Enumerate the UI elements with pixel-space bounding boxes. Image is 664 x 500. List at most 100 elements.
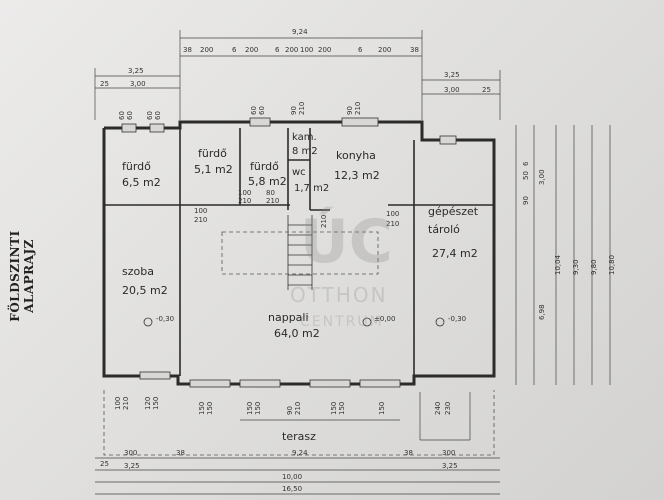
dim-bopen-12: 150 bbox=[378, 402, 386, 415]
dim-bopen-1: 210 bbox=[122, 397, 130, 410]
dim-bopen-13: 240 bbox=[434, 402, 442, 415]
dim-right-col-5: 3,00 bbox=[538, 169, 546, 185]
dim-opening-6: 90 bbox=[290, 106, 298, 115]
dim-top-5: 200 bbox=[285, 46, 298, 54]
room-szoba-name: szoba bbox=[122, 265, 154, 278]
dim-left-a: 25 bbox=[100, 80, 109, 88]
room-konyha-name: konyha bbox=[336, 149, 376, 162]
dim-bottom-1: 300 bbox=[124, 449, 137, 457]
dim-bopen-10: 150 bbox=[330, 402, 338, 415]
dim-top-8: 6 bbox=[358, 46, 363, 54]
dim-opening-7: 210 bbox=[298, 102, 306, 115]
dim-bopen-11: 150 bbox=[338, 402, 346, 415]
dim-bottom-4: 38 bbox=[404, 449, 413, 457]
room-labels: fürdő 6,5 m2 fürdő 5,1 m2 fürdő 5,8 m2 k… bbox=[122, 132, 479, 443]
room-furdo-2-name: fürdő bbox=[198, 147, 227, 160]
room-kamra-area: 8 m2 bbox=[292, 146, 318, 157]
dim-opening-2: 60 bbox=[146, 111, 154, 120]
watermark-line2: CENTRUM bbox=[300, 314, 384, 330]
dim-top-9: 200 bbox=[378, 46, 391, 54]
dim-bottom-sub-0: 3,25 bbox=[124, 462, 140, 470]
bottom-opening-dimensions: 100 210 120 150 150 150 150 150 90 210 1… bbox=[114, 397, 452, 415]
dim-opening-13: 210 bbox=[238, 197, 251, 205]
dim-bopen-4: 150 bbox=[198, 402, 206, 415]
dim-top-2: 6 bbox=[232, 46, 237, 54]
dim-opening-14: 100 bbox=[386, 210, 399, 218]
dim-bopen-5: 150 bbox=[206, 402, 214, 415]
room-furdo-3-area: 5,8 m2 bbox=[248, 175, 287, 188]
dim-right-col-0: 6,98 bbox=[538, 304, 546, 320]
room-tarolo-area: 27,4 m2 bbox=[432, 247, 478, 260]
room-nappali-name: nappali bbox=[268, 311, 309, 324]
dim-opening-5: 60 bbox=[258, 106, 266, 115]
dim-bottom-2: 38 bbox=[176, 449, 185, 457]
dim-opening-10: 100 bbox=[194, 207, 207, 215]
dim-opening-16: 80 bbox=[266, 189, 275, 197]
dim-bopen-3: 150 bbox=[152, 397, 160, 410]
room-furdo-1-area: 6,5 m2 bbox=[122, 176, 161, 189]
dim-top-total: 9,24 bbox=[292, 28, 308, 36]
dim-opening-15: 210 bbox=[386, 220, 399, 228]
room-tarolo-name: tároló bbox=[428, 223, 460, 236]
dim-opening-4: 60 bbox=[250, 106, 258, 115]
room-szoba-area: 20,5 m2 bbox=[122, 284, 168, 297]
dim-top-10: 38 bbox=[410, 46, 419, 54]
dim-right-col-8: 6 bbox=[522, 161, 530, 166]
dim-right-col-1: 10,04 bbox=[554, 254, 562, 275]
dim-right-col-4: 10,80 bbox=[608, 255, 616, 275]
room-konyha-area: 12,3 m2 bbox=[334, 169, 380, 182]
dim-opening-17: 210 bbox=[266, 197, 279, 205]
level-tarolo: -0,30 bbox=[448, 315, 466, 323]
walls bbox=[102, 117, 496, 456]
room-gepeszet-name: gépészet bbox=[428, 205, 479, 218]
dim-opening-3: 60 bbox=[154, 111, 162, 120]
room-furdo-1-name: fürdő bbox=[122, 160, 151, 173]
dim-opening-9: 210 bbox=[354, 102, 362, 115]
room-wc-name: wc bbox=[292, 167, 306, 178]
dim-bopen-7: 150 bbox=[254, 402, 262, 415]
dim-opening-1: 60 bbox=[126, 111, 134, 120]
dim-bopen-14: 230 bbox=[444, 402, 452, 415]
dim-opening-8: 90 bbox=[346, 106, 354, 115]
dim-opening-12: 100 bbox=[238, 189, 251, 197]
room-furdo-2-area: 5,1 m2 bbox=[194, 163, 233, 176]
right-dimensions: 6,98 10,04 9,30 9,80 10,80 3,00 90 50 6 bbox=[515, 125, 616, 385]
level-szoba: -0,30 bbox=[156, 315, 174, 323]
dim-right-col-2: 9,30 bbox=[572, 259, 580, 275]
dim-bopen-6: 150 bbox=[246, 402, 254, 415]
dim-bottom-0: 25 bbox=[100, 460, 109, 468]
room-nappali-area: 64,0 m2 bbox=[274, 327, 320, 340]
opening-dimensions: 60 60 60 60 60 60 90 210 90 210 100 210 … bbox=[118, 102, 399, 228]
room-terasz-name: terasz bbox=[282, 430, 316, 443]
dim-top-0: 38 bbox=[183, 46, 192, 54]
dim-bottom-big-1: 16,50 bbox=[282, 485, 302, 493]
top-dimensions: 9,24 38 200 6 200 6 200 100 200 6 200 38… bbox=[94, 28, 501, 120]
dim-bottom-sub-1: 3,25 bbox=[442, 462, 458, 470]
dim-right-total: 3,25 bbox=[444, 71, 460, 79]
dim-bopen-8: 90 bbox=[286, 406, 294, 415]
dim-bottom-big-0: 10,00 bbox=[282, 473, 302, 481]
dim-opening-0: 60 bbox=[118, 111, 126, 120]
dim-bopen-2: 120 bbox=[144, 397, 152, 410]
dim-top-4: 6 bbox=[275, 46, 280, 54]
dim-right-col-7: 50 bbox=[522, 171, 530, 180]
watermark-uc: ÚC bbox=[300, 206, 393, 277]
dim-left-b: 3,00 bbox=[130, 80, 146, 88]
room-kamra-name: kam. bbox=[292, 132, 317, 143]
dim-opening-11: 210 bbox=[194, 216, 207, 224]
dim-right-col-6: 90 bbox=[522, 196, 530, 205]
dim-opening-18: 210 bbox=[320, 215, 328, 228]
dim-left-total: 3,25 bbox=[128, 67, 144, 75]
dim-right-col-3: 9,80 bbox=[590, 259, 598, 275]
room-wc-area: 1,7 m2 bbox=[294, 183, 329, 194]
bottom-dimensions: 25 300 38 300 38 9,24 3,25 3,25 10,00 16… bbox=[95, 449, 500, 495]
dim-bopen-0: 100 bbox=[114, 397, 122, 410]
watermark-line1: OTTHON bbox=[290, 283, 388, 307]
dim-right-b: 25 bbox=[482, 86, 491, 94]
dim-bottom-total: 9,24 bbox=[292, 449, 308, 457]
level-markers: -0,30 ±0,00 -0,30 bbox=[143, 315, 466, 327]
room-furdo-3-name: fürdő bbox=[250, 160, 279, 173]
dim-top-1: 200 bbox=[200, 46, 213, 54]
